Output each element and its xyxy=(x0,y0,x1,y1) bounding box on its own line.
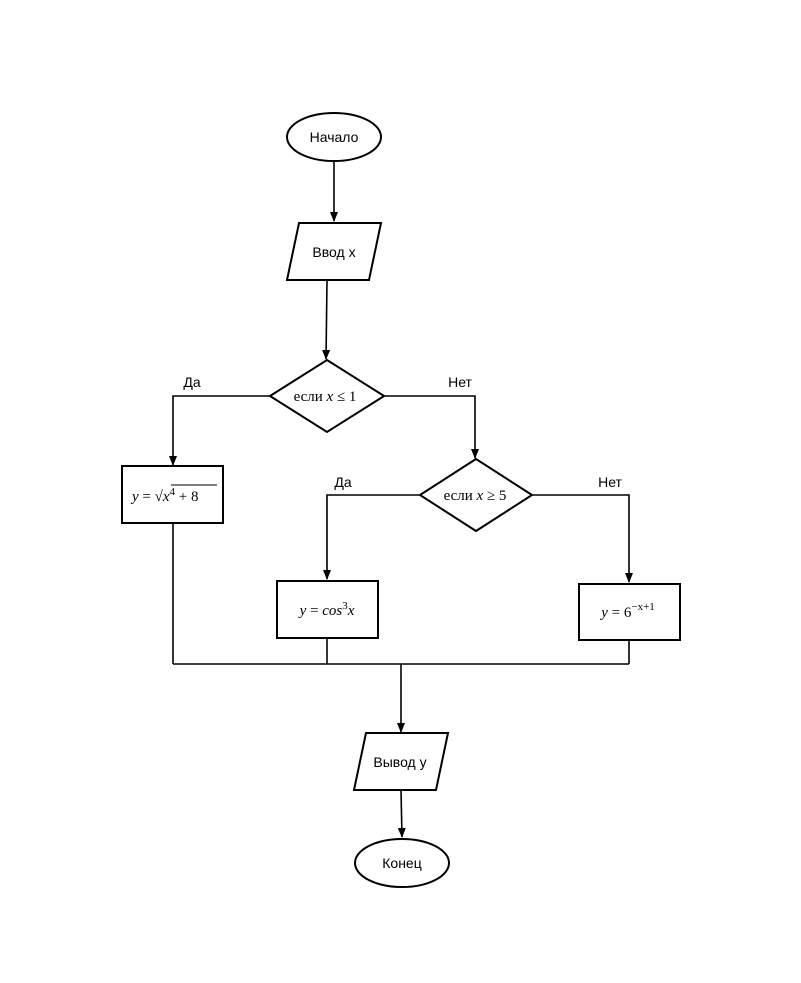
process3-box xyxy=(578,583,681,641)
decision1-prefix: если xyxy=(294,389,323,405)
decision1-yes-label: Да xyxy=(183,374,200,390)
decision1-condition: если x ≤ 1 xyxy=(294,389,357,405)
process1-box xyxy=(121,465,224,524)
input-parallelogram xyxy=(285,222,383,281)
decision2-condition: если x ≥ 5 xyxy=(444,488,507,504)
decision2-num: 5 xyxy=(499,488,507,504)
decision1-var: x xyxy=(326,389,334,405)
process1-formula: y = √x4 + 8 xyxy=(130,486,199,505)
process2-eq: = xyxy=(310,603,318,619)
start-terminator xyxy=(286,112,382,162)
end-terminator xyxy=(354,838,450,888)
connector-decision1-yes xyxy=(169,395,270,466)
decision2-op: ≥ xyxy=(487,488,495,504)
process3-y: y xyxy=(599,605,608,621)
input-label: Ввод x xyxy=(312,244,355,260)
process1-radical: √ xyxy=(155,489,164,505)
connector-decision2-no xyxy=(531,494,633,583)
process2-arg: x xyxy=(347,603,355,619)
connector-input-to-decision1 xyxy=(322,280,331,360)
process2-exp: 3 xyxy=(342,600,348,612)
decision1-no-label: Нет xyxy=(448,374,472,390)
output-parallelogram xyxy=(352,732,450,791)
decision2-no-label: Нет xyxy=(598,474,622,490)
process2-formula: y = cos3x xyxy=(298,600,355,619)
connector-decision1-no xyxy=(384,395,479,459)
process3-base: 6 xyxy=(624,605,632,621)
decision2-diamond xyxy=(418,457,534,533)
decision2-var: x xyxy=(476,488,484,504)
process1-num: 8 xyxy=(191,489,199,505)
process1-plus: + xyxy=(179,489,187,505)
process3-eq: = xyxy=(612,605,620,621)
process2-y: y xyxy=(298,603,307,619)
process2-fn: cos xyxy=(322,603,342,619)
process1-eq: = xyxy=(142,489,150,505)
decision1-diamond xyxy=(268,358,386,434)
process1-y: y xyxy=(130,489,139,505)
process2-box xyxy=(276,580,379,639)
decision2-yes-label: Да xyxy=(334,474,351,490)
connector-output-to-end xyxy=(397,789,406,838)
decision1-num: 1 xyxy=(349,389,357,405)
start-label: Начало xyxy=(310,129,359,145)
process1-base: x xyxy=(162,489,170,505)
end-label: Конец xyxy=(382,855,421,871)
process3-exp: −x+1 xyxy=(631,601,654,613)
output-label: Вывод y xyxy=(373,754,426,770)
process3-formula: y = 6−x+1 xyxy=(599,601,655,621)
connector-decision2-yes xyxy=(323,494,420,580)
process1-exp: 4 xyxy=(170,486,176,498)
decision2-prefix: если xyxy=(444,488,473,504)
decision1-op: ≤ xyxy=(337,389,345,405)
